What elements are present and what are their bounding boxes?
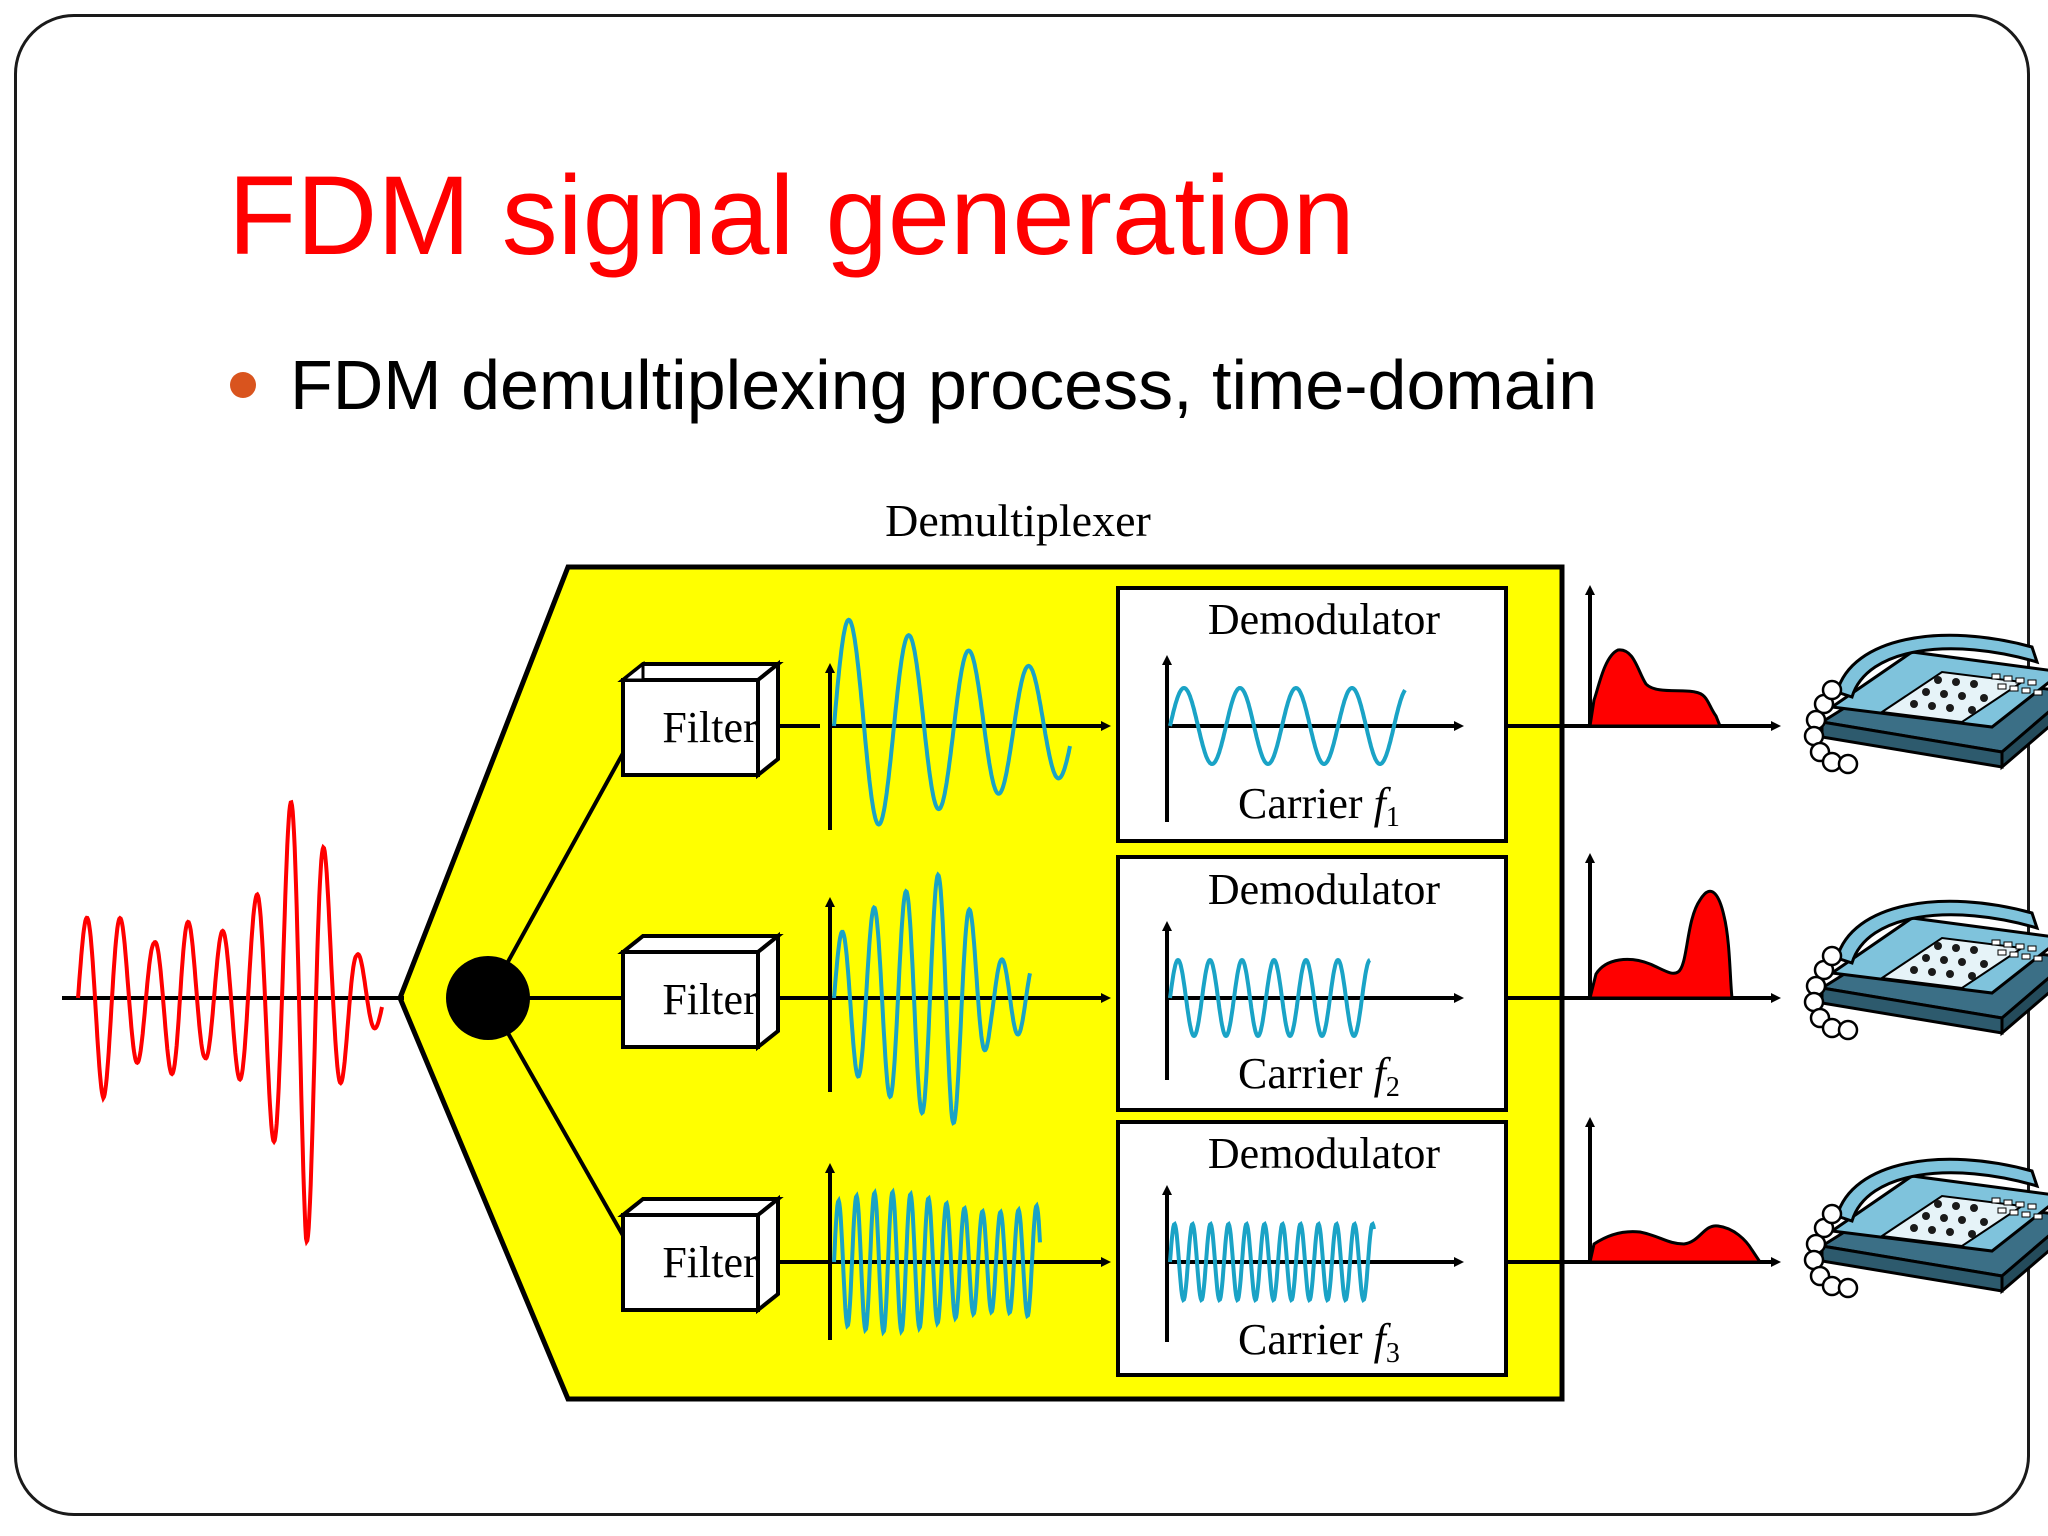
channel-3: Filter Demodulator Carrier f3 [617, 1117, 2048, 1377]
demodulator-label-1: Demodulator [1208, 595, 1441, 644]
splitter-line-1 [486, 725, 640, 999]
filtered-wave-3 [832, 1187, 1042, 1337]
filter-box-3 [617, 1194, 784, 1315]
carrier-label-2: Carrier f2 [1238, 1049, 1400, 1103]
bullet-item: FDM demultiplexing process, time-domain [230, 340, 1597, 430]
bullet-text: FDM demultiplexing process, time-domain [290, 346, 1598, 424]
composite-signal-wave [76, 799, 384, 1247]
telephone-icon [1803, 1157, 2048, 1299]
demodulator-label-3: Demodulator [1208, 1129, 1441, 1178]
telephone-icon [1803, 899, 2048, 1041]
filter-box-1 [617, 659, 784, 780]
recovered-signal-2 [1588, 890, 1734, 1000]
channel-2: Filter Demodulator Carrier f2 [617, 853, 2048, 1126]
filter-label-2: Filter [662, 975, 758, 1024]
bullet-dot-icon [230, 372, 256, 398]
demodulator-box-1 [1116, 586, 1508, 843]
recovered-signal-3 [1588, 1224, 1763, 1264]
demodulator-label-2: Demodulator [1208, 865, 1441, 914]
filter-label-1: Filter [662, 703, 758, 752]
carrier-wave-1 [1168, 685, 1407, 767]
filtered-wave-2 [832, 871, 1032, 1126]
filtered-wave-1 [832, 617, 1072, 827]
slide-title: FDM signal generation [228, 153, 1355, 278]
filter-label-3: Filter [662, 1238, 758, 1287]
recovered-signal-1 [1588, 648, 1723, 728]
filter-box-2 [617, 931, 784, 1052]
telephone-icon [1803, 633, 2048, 775]
channel-1: Filter Demodulator Carrier f1 [617, 585, 2048, 843]
splitter-node [446, 956, 530, 1040]
demodulator-box-3 [1116, 1120, 1508, 1377]
carrier-wave-3 [1168, 1220, 1376, 1304]
carrier-wave-2 [1168, 957, 1372, 1039]
carrier-label-3: Carrier f3 [1238, 1315, 1400, 1369]
splitter-line-3 [486, 997, 640, 1263]
demultiplexer-label: Demultiplexer [885, 495, 1151, 546]
carrier-label-1: Carrier f1 [1238, 779, 1400, 833]
